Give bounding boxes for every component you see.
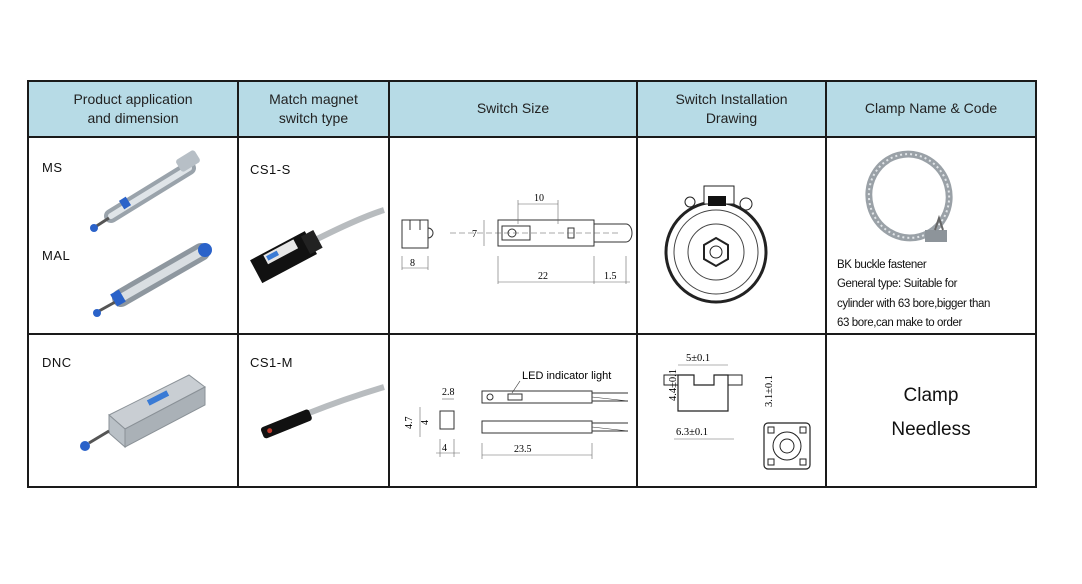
install-left-label: 4.4±0.1	[668, 369, 679, 401]
clamp-desc-line-3: 63 bore,can make to order	[837, 317, 962, 330]
switch-type-label: CS1-S	[250, 161, 291, 177]
size-length-label: 22	[538, 271, 548, 282]
product-label-ms: MS	[42, 159, 63, 175]
size-width-label: 10	[534, 193, 544, 204]
cylinder-images	[90, 149, 212, 317]
install-top-label: 5±0.1	[686, 353, 710, 364]
clamp-desc-line-1: General type: Suitable for	[837, 278, 958, 291]
size-length-label: 23.5	[514, 444, 532, 455]
size-top-label: 2.8	[442, 387, 455, 398]
dnc-cylinder-image	[80, 374, 206, 452]
ms-cylinder-image	[90, 149, 200, 232]
clamp-cell: Clamp Needless	[825, 333, 1037, 488]
header-switch-size: Switch Size	[388, 80, 638, 138]
cs1-s-installation-drawing	[664, 185, 768, 304]
switch-type-cell: CS1-M	[237, 333, 390, 488]
table-row: DNC CS1-M LED indicator ligh	[27, 333, 1037, 488]
switch-size-cell: LED indicator light 23.5	[388, 333, 638, 488]
installation-cell	[636, 135, 827, 336]
install-right-label: 3.1±0.1	[764, 375, 775, 407]
product-cell: DNC	[27, 333, 239, 488]
product-cell: MS MAL	[27, 135, 239, 336]
size-h1-label: 4.7	[404, 417, 415, 430]
header-row: Product application and dimension Match …	[27, 80, 1037, 138]
size-side-label: 8	[410, 258, 415, 269]
size-tail-label: 1.5	[604, 271, 617, 282]
cs1-s-sensor-image	[250, 206, 385, 283]
cs1-m-installation-drawing: 5±0.1 4.4±0.1 3.1±0.1 6.3±0.1	[663, 353, 811, 471]
size-h2-label: 4	[420, 420, 431, 425]
led-indicator-label: LED indicator light	[522, 370, 611, 382]
header-product: Product application and dimension	[27, 80, 239, 138]
clamp-desc-line-2: cylinder with 63 bore,bigger than	[837, 297, 991, 310]
header-clamp: Clamp Name & Code	[825, 80, 1037, 138]
product-label-dnc: DNC	[42, 355, 72, 371]
size-w-label: 4	[442, 443, 447, 454]
header-switch-type: Match magnet switch type	[237, 80, 390, 138]
spec-table: Product application and dimension Match …	[27, 80, 1037, 488]
table-row: MS MAL	[27, 135, 1037, 336]
spec-table-wrapper: Product application and dimension Match …	[27, 80, 1037, 488]
installation-cell: 5±0.1 4.4±0.1 3.1±0.1 6.3±0.1	[636, 333, 827, 488]
clamp-cell: BK buckle fastener General type: Suitabl…	[825, 135, 1037, 336]
switch-size-cell: 8 10 7 22	[388, 135, 638, 336]
header-installation: Switch Installation Drawing	[636, 80, 827, 138]
cs1-m-sensor-image	[260, 384, 385, 439]
switch-type-label: CS1-M	[250, 355, 293, 371]
size-height-label: 7	[472, 229, 477, 240]
bk-buckle-clamp-image	[865, 150, 953, 242]
clamp-name: BK buckle fastener	[837, 258, 927, 271]
mal-cylinder-image	[93, 242, 212, 317]
clamp-description: BK buckle fastener General type: Suitabl…	[837, 256, 990, 334]
switch-type-cell: CS1-S	[237, 135, 390, 336]
cs1-m-dimension-drawing: LED indicator light 23.5	[404, 370, 629, 460]
clamp-needless-text: Clamp Needless	[891, 385, 971, 441]
product-label-mal: MAL	[42, 247, 71, 263]
cs1-s-dimension-drawing: 8 10 7 22	[401, 193, 633, 284]
install-bottom-label: 6.3±0.1	[676, 427, 708, 438]
